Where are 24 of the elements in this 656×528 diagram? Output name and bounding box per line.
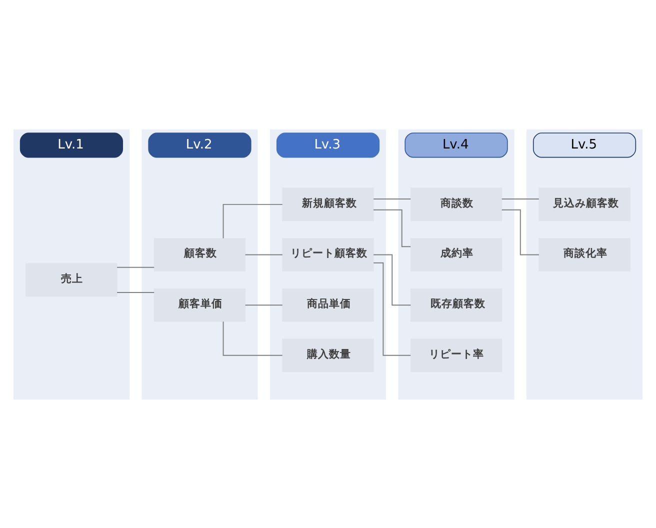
node-box: 商品単価 [282,288,374,322]
connector [373,262,412,356]
node-box: 商談数 [410,187,502,221]
connector [373,198,412,199]
connector [373,254,412,306]
node-box: 商談化率 [538,238,630,271]
connector [373,208,412,247]
node-box: 顧客単価 [154,288,246,322]
connector [244,254,283,255]
connector [116,266,155,268]
node-box: 売上 [26,262,118,296]
connector [501,208,540,255]
node-box: 既存顧客数 [410,288,502,322]
node-box: 成約率 [410,238,502,271]
connector [222,320,283,356]
connector [222,203,283,238]
node-box: 見込み顧客数 [538,187,630,221]
connector [501,198,540,199]
node-box: リピート率 [410,338,502,372]
node-box: 顧客数 [154,238,246,271]
node-box: リピート顧客数 [282,238,374,271]
node-box: 新規顧客数 [282,187,374,221]
connector [244,304,283,306]
node-box: 購入数量 [282,338,374,372]
